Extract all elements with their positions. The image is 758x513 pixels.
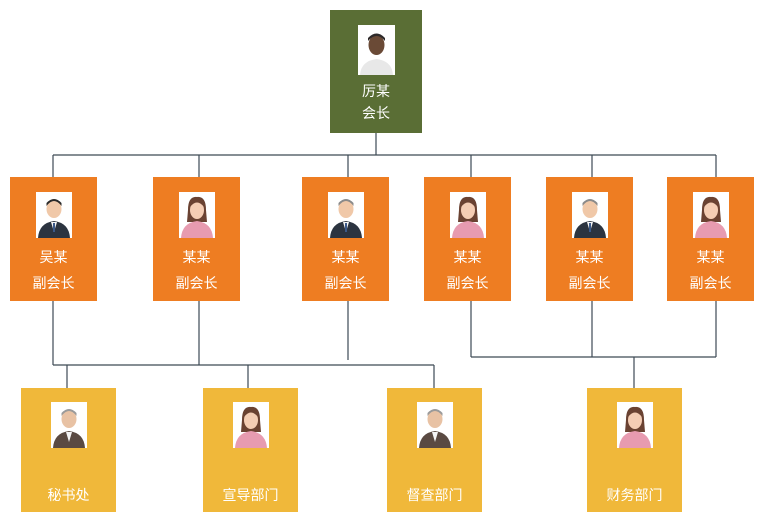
department-label: 督查部门 [406, 488, 463, 504]
vice-chair-photo [692, 192, 729, 238]
male-person-icon [52, 409, 85, 448]
vice-chair-name: 某某 [182, 250, 211, 266]
chairman-photo [357, 25, 395, 75]
department-box-secretariat: 秘书处 [21, 388, 116, 512]
vice-chair-role: 副会长 [568, 276, 611, 292]
male-person-icon [418, 409, 451, 448]
male-person-icon [37, 199, 70, 238]
female-person-icon [180, 196, 213, 238]
vice-chair-role: 副会长 [689, 276, 732, 292]
department-photo [416, 402, 453, 448]
male-person-icon [359, 33, 393, 75]
vice-chair-box-4: 某某 副会长 [424, 177, 511, 301]
department-label: 秘书处 [47, 488, 90, 504]
vice-chair-box-5: 某某 副会长 [546, 177, 633, 301]
chairman-role: 会长 [362, 106, 390, 122]
department-label: 宣导部门 [222, 488, 279, 504]
vice-chair-photo [35, 192, 72, 238]
vice-chair-box-6: 某某 副会长 [667, 177, 754, 301]
department-photo [616, 402, 653, 448]
vice-chair-box-3: 某某 副会长 [302, 177, 389, 301]
vice-chair-name: 某某 [696, 250, 725, 266]
department-box-finance: 财务部门 [587, 388, 682, 512]
vice-chair-box-2: 某某 副会长 [153, 177, 240, 301]
female-person-icon [451, 196, 484, 238]
chairman-name: 厉某 [362, 84, 390, 100]
vice-chair-role: 副会长 [446, 276, 489, 292]
male-person-icon [573, 199, 606, 238]
vice-chair-photo [449, 192, 486, 238]
vice-chair-photo [327, 192, 364, 238]
vice-chair-box-1: 吴某 副会长 [10, 177, 97, 301]
male-person-icon [329, 199, 362, 238]
vice-chair-name: 某某 [575, 250, 604, 266]
female-person-icon [694, 196, 727, 238]
chairman-box: 厉某 会长 [330, 10, 422, 133]
vice-chair-photo [571, 192, 608, 238]
vice-chair-role: 副会长 [32, 276, 75, 292]
female-person-icon [234, 406, 267, 448]
vice-chair-name: 某某 [331, 250, 360, 266]
department-box-inspection: 督查部门 [387, 388, 482, 512]
vice-chair-name: 吴某 [39, 250, 68, 266]
vice-chair-role: 副会长 [324, 276, 367, 292]
department-photo [50, 402, 87, 448]
department-label: 财务部门 [606, 488, 663, 504]
female-person-icon [618, 406, 651, 448]
vice-chair-role: 副会长 [175, 276, 218, 292]
vice-chair-photo [178, 192, 215, 238]
department-box-publicity: 宣导部门 [203, 388, 298, 512]
vice-chair-name: 某某 [453, 250, 482, 266]
department-photo [232, 402, 269, 448]
